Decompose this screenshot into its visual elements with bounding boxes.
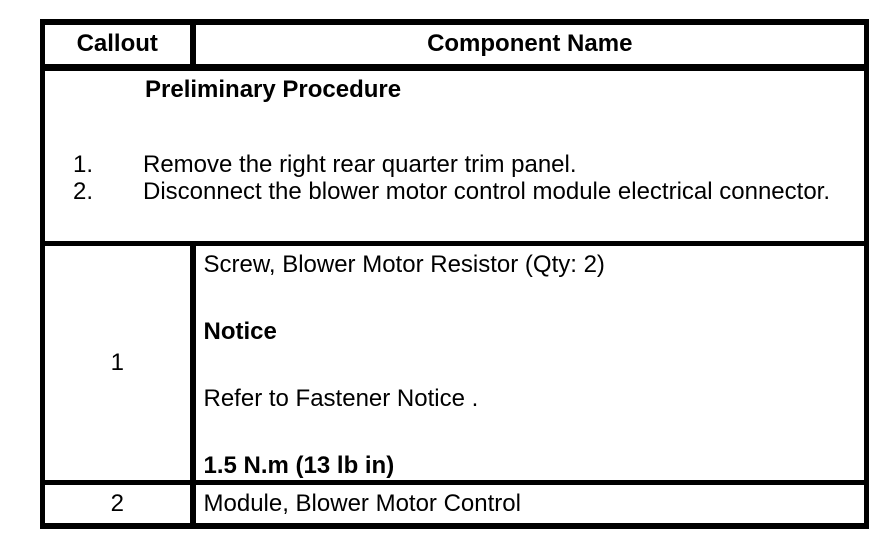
fastener-spec-table: Callout Component Name Preliminary Proce…: [40, 19, 869, 529]
preliminary-step-1: 1. Remove the right rear quarter trim pa…: [45, 151, 856, 178]
step-2-number: 2.: [73, 177, 94, 205]
preliminary-step-2: 2. Disconnect the blower motor control m…: [45, 178, 856, 205]
component-1-name: Screw, Blower Motor Resistor (Qty: 2): [203, 250, 605, 278]
table-header-row: Callout Component Name: [40, 19, 869, 71]
component-1-torque-spec: 1.5 N.m (13 lb in): [203, 451, 395, 479]
preliminary-procedure-cell: Preliminary Procedure 1. Remove the righ…: [40, 64, 869, 246]
step-1-number: 1.: [73, 150, 94, 178]
component-name-column-header: Component Name: [189, 19, 869, 71]
component-1-notice-heading: Notice: [203, 317, 277, 345]
callout-column-header: Callout: [40, 19, 195, 71]
callout-number-1: 1: [40, 240, 195, 485]
preliminary-procedure-row: Preliminary Procedure 1. Remove the righ…: [40, 64, 869, 246]
preliminary-procedure-heading: Preliminary Procedure: [145, 75, 402, 103]
component-cell-1: Screw, Blower Motor Resistor (Qty: 2) No…: [189, 240, 869, 485]
step-1-text: Remove the right rear quarter trim panel…: [143, 150, 577, 178]
component-2-name: Module, Blower Motor Control: [189, 479, 869, 529]
component-1-notice-reference: Refer to Fastener Notice .: [203, 384, 479, 412]
component-row-2: 2 Module, Blower Motor Control: [40, 479, 869, 529]
component-row-1: 1 Screw, Blower Motor Resistor (Qty: 2) …: [40, 240, 869, 485]
step-2-text: Disconnect the blower motor control modu…: [143, 177, 830, 205]
callout-number-2: 2: [40, 479, 195, 529]
